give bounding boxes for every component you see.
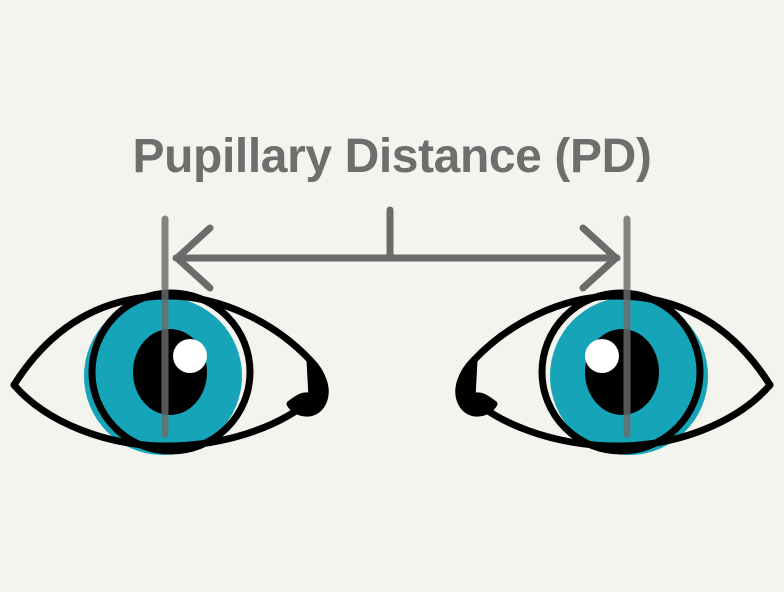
page-title: Pupillary Distance (PD) [133,130,652,183]
pd-measurement-arrow [172,206,621,292]
pupil-highlight-left [173,339,207,373]
tear-duct-right [455,356,498,417]
iris-outline-left [88,289,254,455]
eye-lower-lid-right [468,381,774,450]
pupil-highlight-right [585,339,619,373]
arrow-head-right-icon [579,224,620,292]
eye-lower-lid-left [10,381,316,450]
tear-duct-left [286,356,329,417]
arrow-head-left-icon [173,224,214,292]
iris-outline-right [538,289,704,455]
